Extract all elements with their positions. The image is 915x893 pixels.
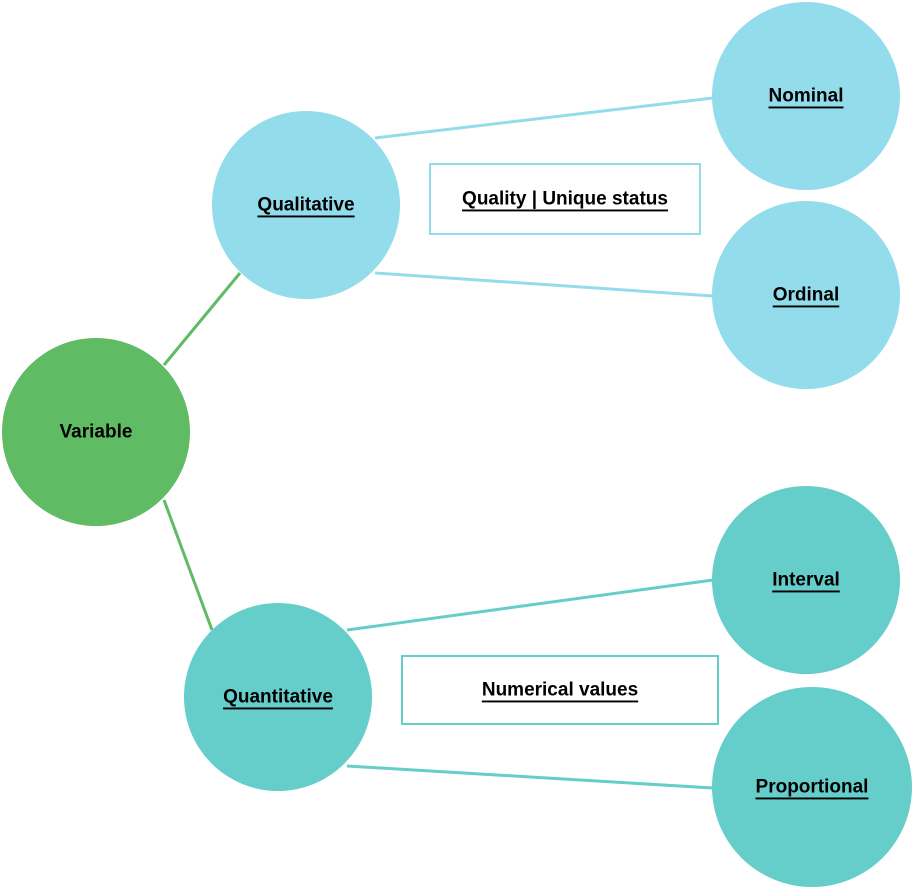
node-variable: Variable <box>2 338 190 526</box>
connector-qualitative-nominal <box>374 96 714 140</box>
connector-qualitative-ordinal <box>374 271 714 298</box>
node-qualitative: Qualitative <box>212 111 400 299</box>
connectors <box>162 96 714 790</box>
node-proportional-label: Proportional <box>756 777 869 798</box>
node-quantitative-label: Quantitative <box>223 687 333 708</box>
node-ordinal-label: Ordinal <box>773 285 840 306</box>
connector-quantitative-proportional <box>346 764 714 790</box>
node-ordinal: Ordinal <box>712 201 900 389</box>
description-qualitative-text: Quality | Unique status <box>462 189 668 210</box>
description-box-qualitative: Quality | Unique status <box>429 163 701 235</box>
description-box-quantitative: Numerical values <box>401 655 719 725</box>
connector-quantitative-interval <box>346 578 714 632</box>
node-interval-label: Interval <box>772 570 840 591</box>
node-interval: Interval <box>712 486 900 674</box>
node-quantitative: Quantitative <box>184 603 372 791</box>
description-quantitative-text: Numerical values <box>482 680 638 701</box>
connector-variable-qualitative <box>162 272 242 366</box>
connector-variable-quantitative <box>162 499 214 631</box>
node-variable-label: Variable <box>60 422 133 443</box>
node-qualitative-label: Qualitative <box>257 195 354 216</box>
node-proportional: Proportional <box>712 687 912 887</box>
node-nominal-label: Nominal <box>769 86 844 107</box>
node-nominal: Nominal <box>712 2 900 190</box>
